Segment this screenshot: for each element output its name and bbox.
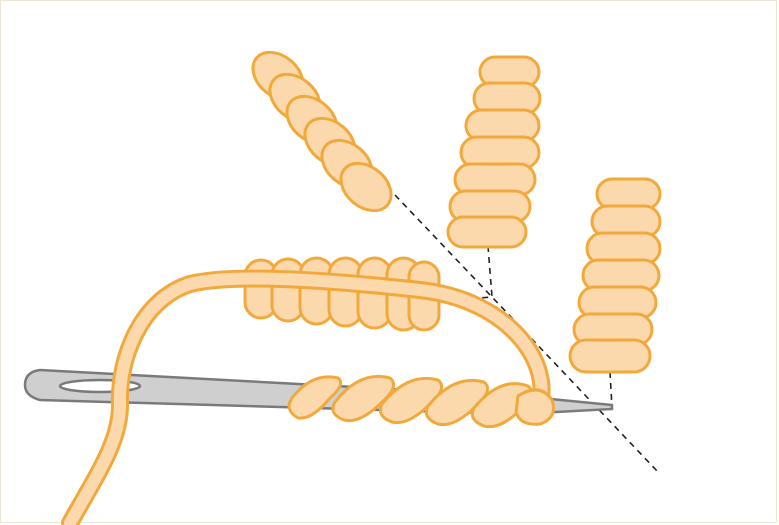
thread-loop-end xyxy=(516,390,554,424)
wrap-bead xyxy=(570,340,650,372)
knot-variant-vertical-center xyxy=(448,57,540,247)
knot-variant-vertical-right xyxy=(570,179,660,372)
guide-line-right xyxy=(610,372,612,408)
wrap-bead xyxy=(448,217,526,247)
knot-variant-diagonal xyxy=(244,43,401,221)
thread-wraps xyxy=(289,376,553,426)
